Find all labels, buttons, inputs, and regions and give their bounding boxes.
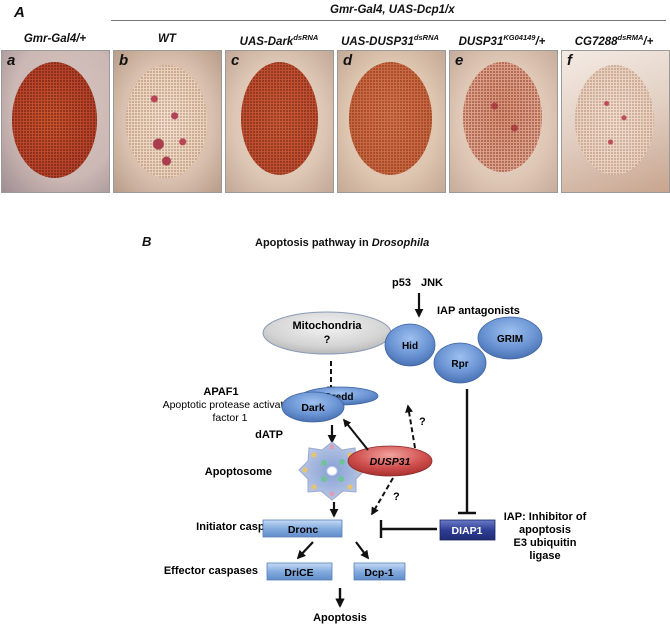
apoptosome-label: Apoptosome bbox=[205, 466, 272, 478]
eye-image bbox=[348, 62, 433, 176]
arrow-dusp31-to-dronc bbox=[371, 477, 394, 516]
dark-node bbox=[281, 391, 345, 423]
arrow-dronc-to-dcp1 bbox=[355, 541, 370, 560]
mitochondria-question: ? bbox=[324, 334, 331, 346]
eye-image bbox=[11, 62, 98, 178]
drice-label: DriCE bbox=[284, 567, 313, 579]
diap1-node bbox=[439, 519, 496, 541]
arrow-dusp31-to-dark bbox=[343, 418, 369, 451]
photo-header-d: UAS-DUSP31dsRNA bbox=[341, 33, 439, 48]
arrow-dronc-to-drice bbox=[296, 541, 314, 560]
photo-header-b: WT bbox=[158, 33, 176, 45]
jnk-label: JNK bbox=[421, 277, 443, 289]
dusp31-label: DUSP31 bbox=[370, 456, 411, 468]
rpr-node bbox=[433, 342, 487, 384]
iap-description-line2: apoptosis bbox=[519, 524, 571, 536]
hid-node bbox=[384, 323, 436, 367]
iap-description-line4: ligase bbox=[529, 550, 560, 562]
group-header: Gmr-Gal4, UAS-Dcp1/x bbox=[330, 4, 455, 16]
dusp31-node bbox=[347, 445, 433, 477]
dcp1-node bbox=[353, 562, 406, 581]
dcp1-label: Dcp-1 bbox=[364, 567, 393, 579]
photo-letter: c bbox=[231, 52, 240, 69]
arrow-dusp31-to-dredd bbox=[405, 404, 416, 449]
eye-photo-b: b bbox=[113, 50, 222, 193]
apaf1-label: APAF1 bbox=[203, 386, 238, 398]
photo-letter: e bbox=[455, 52, 464, 69]
rpr-label: Rpr bbox=[451, 359, 468, 370]
eye-photo-a: a bbox=[1, 50, 110, 193]
apoptosome-structure bbox=[298, 441, 366, 501]
effector-caspases-label: Effector caspases bbox=[164, 565, 258, 577]
photo-header-c: UAS-DarkdsRNA bbox=[239, 33, 319, 48]
drice-node bbox=[266, 562, 333, 581]
photo-header-e: DUSP31KG04149/+ bbox=[458, 33, 546, 48]
eye-photo-c: c bbox=[225, 50, 334, 193]
apaf1-description-line1: Apoptotic protease activating bbox=[163, 399, 298, 411]
photo-letter: f bbox=[567, 52, 572, 69]
dark-label: Dark bbox=[301, 402, 325, 414]
panel-a-letter: A bbox=[14, 4, 25, 21]
iap-description-line1: IAP: Inhibitor of bbox=[504, 511, 587, 523]
eye-photo-d: d bbox=[337, 50, 446, 193]
diap1-label: DIAP1 bbox=[452, 525, 483, 537]
eye-image bbox=[125, 65, 208, 178]
mitochondria-node bbox=[262, 311, 392, 355]
grim-label: GRIM bbox=[497, 334, 523, 345]
photo-letter: a bbox=[7, 52, 16, 69]
grim-node bbox=[477, 316, 543, 360]
eye-image bbox=[574, 65, 654, 176]
apoptosis-label: Apoptosis bbox=[313, 612, 367, 624]
eye-photo-e: e bbox=[449, 50, 558, 193]
hid-label: Hid bbox=[402, 341, 418, 352]
datp-label: dATP bbox=[255, 429, 283, 441]
eye-photo-f: f bbox=[561, 50, 670, 193]
iap-antagonists-label: IAP antagonists bbox=[437, 305, 520, 317]
eye-image bbox=[462, 62, 542, 173]
photo-header-a: Gmr-Gal4/+ bbox=[23, 33, 87, 45]
mitochondria-label: Mitochondria bbox=[292, 320, 362, 332]
group-header-rule bbox=[111, 20, 666, 21]
apaf1-description-line2: factor 1 bbox=[212, 412, 247, 424]
pathway-title: Apoptosis pathway in Drosophila bbox=[255, 237, 430, 249]
dronc-label: Dronc bbox=[288, 524, 318, 536]
question-dredd: ? bbox=[419, 416, 426, 428]
photo-letter: d bbox=[343, 52, 353, 69]
eye-image bbox=[240, 62, 318, 176]
panel-b-letter: B bbox=[142, 234, 152, 249]
initiator-caspase-label: Initiator caspase bbox=[196, 521, 283, 533]
question-dronc: ? bbox=[393, 491, 400, 503]
p53-label: p53 bbox=[392, 277, 411, 289]
dronc-node bbox=[262, 519, 343, 538]
iap-description-line3: E3 ubiquitin bbox=[514, 537, 577, 549]
dredd-label: Dredd bbox=[325, 392, 354, 403]
photo-letter: b bbox=[119, 52, 129, 69]
photo-header-f: CG7288dsRMA/+ bbox=[574, 33, 654, 48]
